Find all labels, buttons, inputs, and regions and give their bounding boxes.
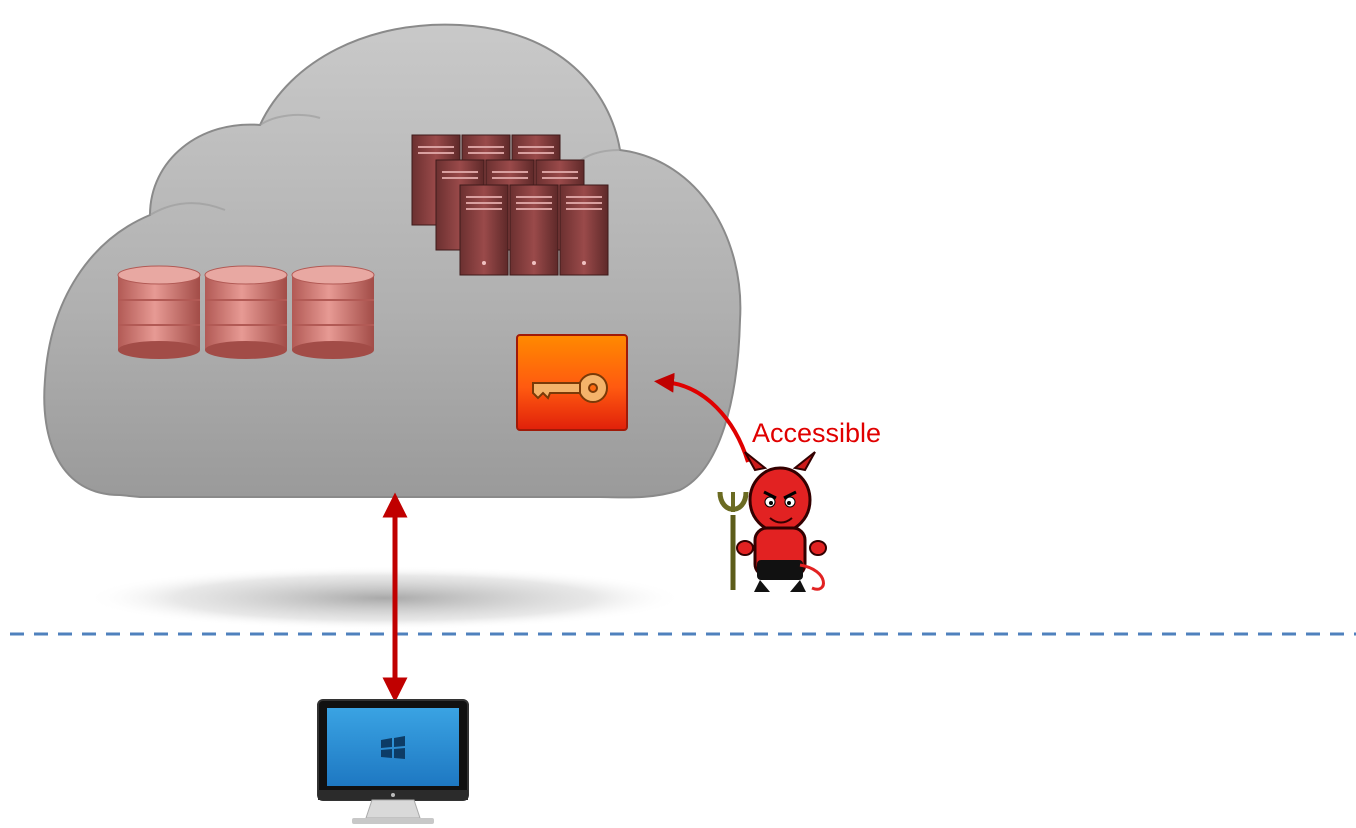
key-icon <box>532 373 608 403</box>
windows-logo-icon <box>381 736 405 759</box>
server-rack-icon <box>459 184 609 276</box>
server-rack-group <box>411 134 609 276</box>
devil-attacker-icon <box>717 451 827 592</box>
database-icon <box>204 265 288 359</box>
cloud-icon <box>43 23 742 499</box>
database-icon <box>291 265 375 359</box>
database-group <box>117 265 375 359</box>
attack-arrow <box>654 372 750 463</box>
accessible-label: Accessible <box>752 418 881 448</box>
cloud-shadow <box>85 566 685 630</box>
key-box <box>516 334 628 431</box>
monitor-icon <box>317 699 469 824</box>
database-icon <box>117 265 201 359</box>
